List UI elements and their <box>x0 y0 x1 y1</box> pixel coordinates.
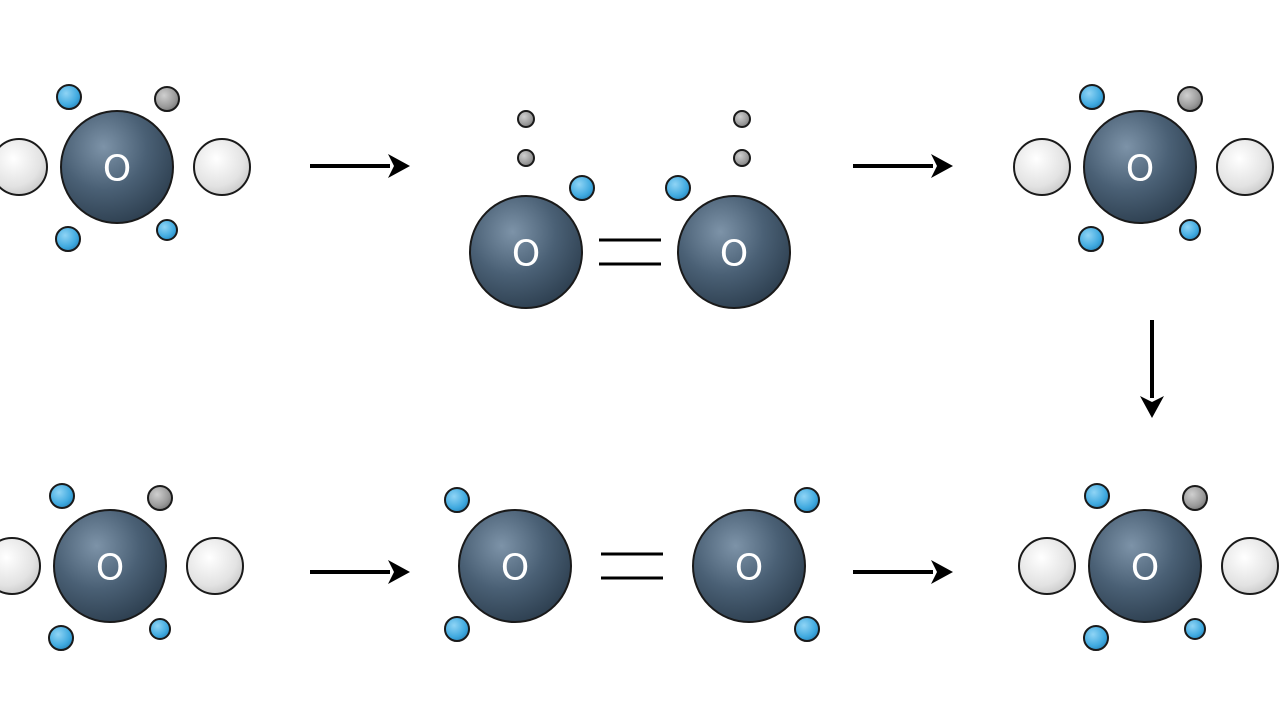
molecule-top-left: O <box>0 84 251 252</box>
molecule-top-right-oxygen-atom <box>1083 110 1197 224</box>
arrow-bottom-1 <box>310 560 410 584</box>
molecule-bottom-left-left-atom <box>0 537 41 595</box>
o2-top-center-left-oxygen <box>469 195 583 309</box>
molecule-bottom-left-oxygen-atom-label: O <box>96 548 124 589</box>
o2-bottom-center-electron-right-top <box>794 487 820 513</box>
molecule-bottom-right-electron-bottom-left <box>1083 625 1109 651</box>
molecule-bottom-right-oxygen-atom-label: O <box>1131 548 1159 589</box>
molecule-top-left-left-atom <box>0 138 48 196</box>
molecule-top-right-electron-top-left <box>1079 84 1105 110</box>
molecule-top-left-electron-bottom-left <box>55 226 81 252</box>
arrow-down-head <box>1140 396 1164 418</box>
molecule-top-left-electron-top-left <box>56 84 82 110</box>
arrow-top-1 <box>310 154 410 178</box>
molecule-top-right-right-atom <box>1216 138 1274 196</box>
molecule-bottom-right: O <box>1018 483 1279 651</box>
molecule-top-right-electron-top-right <box>1177 86 1203 112</box>
molecule-bottom-right-electron-bottom-right <box>1184 618 1206 640</box>
molecule-bottom-left: O <box>0 483 244 651</box>
molecule-top-right: O <box>1013 84 1274 252</box>
molecule-top-right-electron-bottom-left <box>1078 226 1104 252</box>
arrow-bottom-2-head <box>931 560 953 584</box>
o2-bottom-center-left-oxygen-label: O <box>501 548 529 589</box>
o2-bottom-center-electron-left-bottom <box>444 616 470 642</box>
molecule-top-right-electron-bottom-right <box>1179 219 1201 241</box>
o2-bottom-center-electron-left-top <box>444 487 470 513</box>
arrow-top-1-head <box>388 154 410 178</box>
o2-top-center-left-oxygen-label: O <box>512 234 540 275</box>
o2-top-center-gray-dot-2 <box>517 149 535 167</box>
o2-bottom-center-left-oxygen <box>458 509 572 623</box>
o2-bottom-center-right-oxygen <box>692 509 806 623</box>
o2-top-center-right-oxygen <box>677 195 791 309</box>
molecule-bottom-left-electron-bottom-right <box>149 618 171 640</box>
arrow-bottom-1-head <box>388 560 410 584</box>
molecule-bottom-left-oxygen-atom <box>53 509 167 623</box>
o2-top-center-gray-dot-4 <box>733 149 751 167</box>
arrow-bottom-2 <box>853 560 953 584</box>
molecule-top-left-electron-bottom-right <box>156 219 178 241</box>
molecule-bottom-left-electron-bottom-left <box>48 625 74 651</box>
arrow-top-2-head <box>931 154 953 178</box>
molecule-bottom-left-electron-top-left <box>49 483 75 509</box>
molecule-bottom-right-oxygen-atom <box>1088 509 1202 623</box>
o2-bottom-center-right-oxygen-label: O <box>735 548 763 589</box>
molecule-top-left-electron-top-right <box>154 86 180 112</box>
molecule-bottom-right-electron-top-left <box>1084 483 1110 509</box>
molecule-top-right-left-atom <box>1013 138 1071 196</box>
molecule-bottom-right-right-atom <box>1221 537 1279 595</box>
o2-bottom-center-electron-right-bottom <box>794 616 820 642</box>
molecule-bottom-left-right-atom <box>186 537 244 595</box>
arrow-top-2 <box>853 154 953 178</box>
molecule-bottom-left-electron-top-right <box>147 485 173 511</box>
o2-top-center-gray-dot-3 <box>733 110 751 128</box>
arrow-down <box>1140 320 1164 418</box>
o2-top-center-electron-left <box>569 175 595 201</box>
molecule-top-left-oxygen-atom <box>60 110 174 224</box>
molecule-top-right-oxygen-atom-label: O <box>1126 149 1154 190</box>
o2-top-center-right-oxygen-label: O <box>720 234 748 275</box>
molecule-bottom-right-left-atom <box>1018 537 1076 595</box>
o2-top-center-gray-dot-1 <box>517 110 535 128</box>
molecule-bottom-right-electron-top-right <box>1182 485 1208 511</box>
o2-top-center-electron-right <box>665 175 691 201</box>
molecule-top-left-right-atom <box>193 138 251 196</box>
molecule-top-left-oxygen-atom-label: O <box>103 149 131 190</box>
